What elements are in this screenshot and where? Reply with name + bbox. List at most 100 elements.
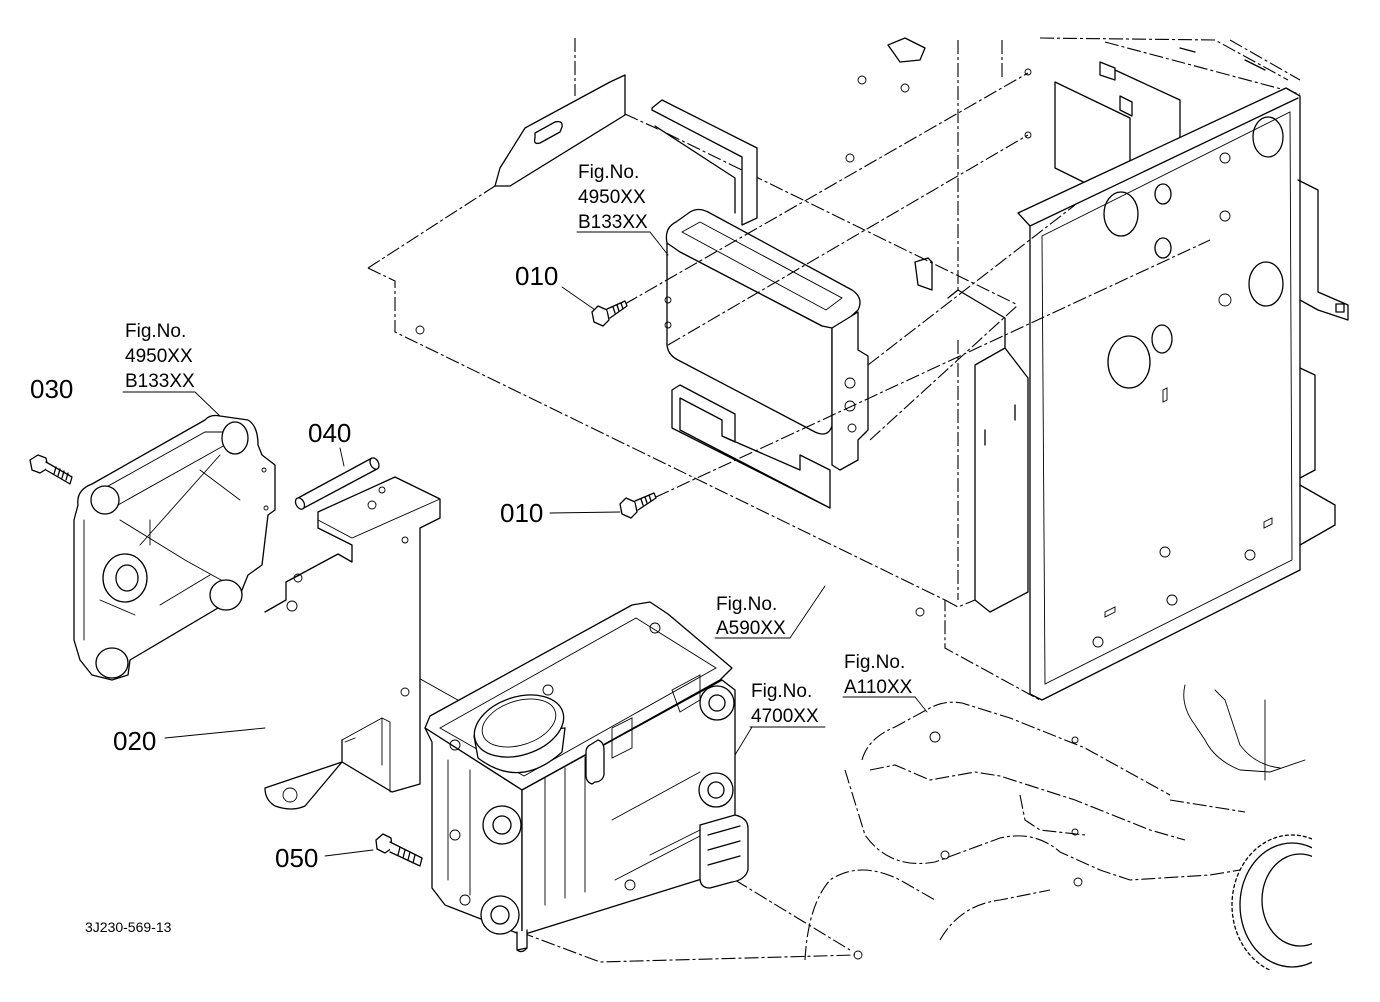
bolt-head <box>375 833 393 854</box>
bracket-plate-outline <box>73 414 276 681</box>
pump-roller-hub <box>490 905 510 925</box>
ecu-mount-bracket <box>651 99 758 226</box>
pin-end <box>294 497 306 510</box>
bolt-shaft <box>389 841 423 867</box>
right-panel-inner-edge <box>1041 111 1293 685</box>
bracket-hub-bore <box>115 564 139 592</box>
bracket-boss <box>90 485 120 515</box>
bolt-head <box>29 454 49 474</box>
pump-rollers <box>480 685 735 935</box>
panel-hole <box>1154 183 1172 205</box>
front-upright-bracket <box>947 289 1029 613</box>
panel-hole <box>1103 191 1139 237</box>
pump-roller-hub <box>707 781 725 799</box>
ring-gear <box>1231 834 1312 970</box>
right-panel-side-tabs <box>1297 179 1349 546</box>
front-bracket-tab <box>914 257 1016 446</box>
pump-roller <box>698 772 734 808</box>
bracket-020 <box>264 476 441 810</box>
pump-roller <box>480 895 520 935</box>
fig-no-label: Fig.No. <box>844 652 905 673</box>
drawing-code: 3J230-569-13 <box>85 919 172 935</box>
fig-no-label: Fig.No. <box>578 162 639 183</box>
fig-code: 4950XX <box>125 346 193 367</box>
bolt-050 <box>375 833 423 867</box>
bolt-shaft <box>634 492 657 511</box>
right-side-panel <box>914 87 1349 701</box>
fig-code: A590XX <box>716 618 786 639</box>
part-number-050: 050 <box>275 843 318 873</box>
pump-connector <box>699 814 749 889</box>
panel-hole <box>1107 335 1151 389</box>
fig-no-label: Fig.No. <box>716 594 777 615</box>
ecu-lower-mount <box>671 384 831 509</box>
part-number-030: 030 <box>30 374 73 404</box>
bracket-020-holes <box>282 486 410 803</box>
bolt-shaft <box>45 461 73 485</box>
callout-bracket-ref: Fig.No. 4950XX B133XX <box>125 321 195 392</box>
bolt-shaft <box>606 300 628 319</box>
fig-no-label: Fig.No. <box>751 681 812 702</box>
fig-code: A110XX <box>844 677 913 698</box>
bracket-020-plate <box>264 476 441 810</box>
pin-040 <box>294 457 380 510</box>
part-number-020: 020 <box>113 726 156 756</box>
callout-ecu-ref: Fig.No. 4950XX B133XX <box>578 162 648 233</box>
fig-code: B133XX <box>125 371 195 392</box>
pump-roller-hub <box>492 815 512 835</box>
callout-pump-ref: Fig.No. 4700XX <box>751 681 819 727</box>
ring-gear-body <box>1239 842 1312 968</box>
pin-end <box>369 457 380 470</box>
chassis-plate-outline <box>367 37 1301 701</box>
base-frame <box>804 684 1312 970</box>
base-frame-outline <box>804 701 1246 961</box>
ring-gear-bore <box>1261 853 1312 947</box>
top-clip-bracket <box>887 37 926 63</box>
pump-roller <box>699 685 735 721</box>
pump-drain-rod <box>516 929 528 953</box>
fig-code: 4950XX <box>578 187 646 208</box>
base-frame-right-edge <box>1183 684 1306 781</box>
ring-gear-teeth <box>1231 834 1312 970</box>
fig-code: B133XX <box>578 212 648 233</box>
bolt-insertion-lines <box>519 72 1211 963</box>
part-number-010-lower: 010 <box>500 498 543 528</box>
right-panel-holes <box>1092 116 1284 648</box>
part-number-labels: 010 010 020 030 040 050 <box>30 261 558 873</box>
pump-cylinder-cap <box>473 694 565 758</box>
ecu-top-inner-edge <box>681 221 843 311</box>
pump-body-ribs <box>447 674 701 906</box>
fig-code: 4700XX <box>751 706 819 727</box>
bracket-boss <box>209 579 243 611</box>
rear-box-frame <box>1054 47 1266 216</box>
pump-small-bolts <box>449 622 661 906</box>
pump-slot <box>585 739 605 785</box>
panel-hole <box>1252 116 1284 158</box>
base-frame-holes <box>853 731 1083 960</box>
bracket-boss <box>95 647 129 679</box>
bracket-boss <box>221 421 249 455</box>
fig-no-label: Fig.No. <box>125 321 186 342</box>
ecu-flange-holes <box>664 296 857 433</box>
bolt-head <box>619 497 638 519</box>
bracket-hub <box>102 553 148 603</box>
bolt-010-lower <box>619 492 657 519</box>
ecu-assembly <box>651 99 869 509</box>
pump-cylinder-cap-inner <box>481 698 557 748</box>
panel-small-holes <box>1092 152 1273 648</box>
pump-roller <box>482 805 522 845</box>
bracket-plate-ribs <box>83 431 269 641</box>
bolt-030 <box>29 454 73 485</box>
bracket-020-bends <box>285 498 441 793</box>
panel-hole <box>1154 237 1172 259</box>
hydraulic-pump-unit <box>424 601 749 953</box>
part-number-040: 040 <box>308 418 351 448</box>
ecu-right-flange <box>831 311 869 471</box>
right-panel-plate <box>1017 87 1301 701</box>
callout-frame-ref: Fig.No. A590XX <box>716 594 786 639</box>
assembly-lines <box>122 72 1211 963</box>
bolt-head <box>591 305 610 327</box>
mount-bracket-plate <box>73 414 276 681</box>
bolt-010-upper <box>591 300 628 327</box>
